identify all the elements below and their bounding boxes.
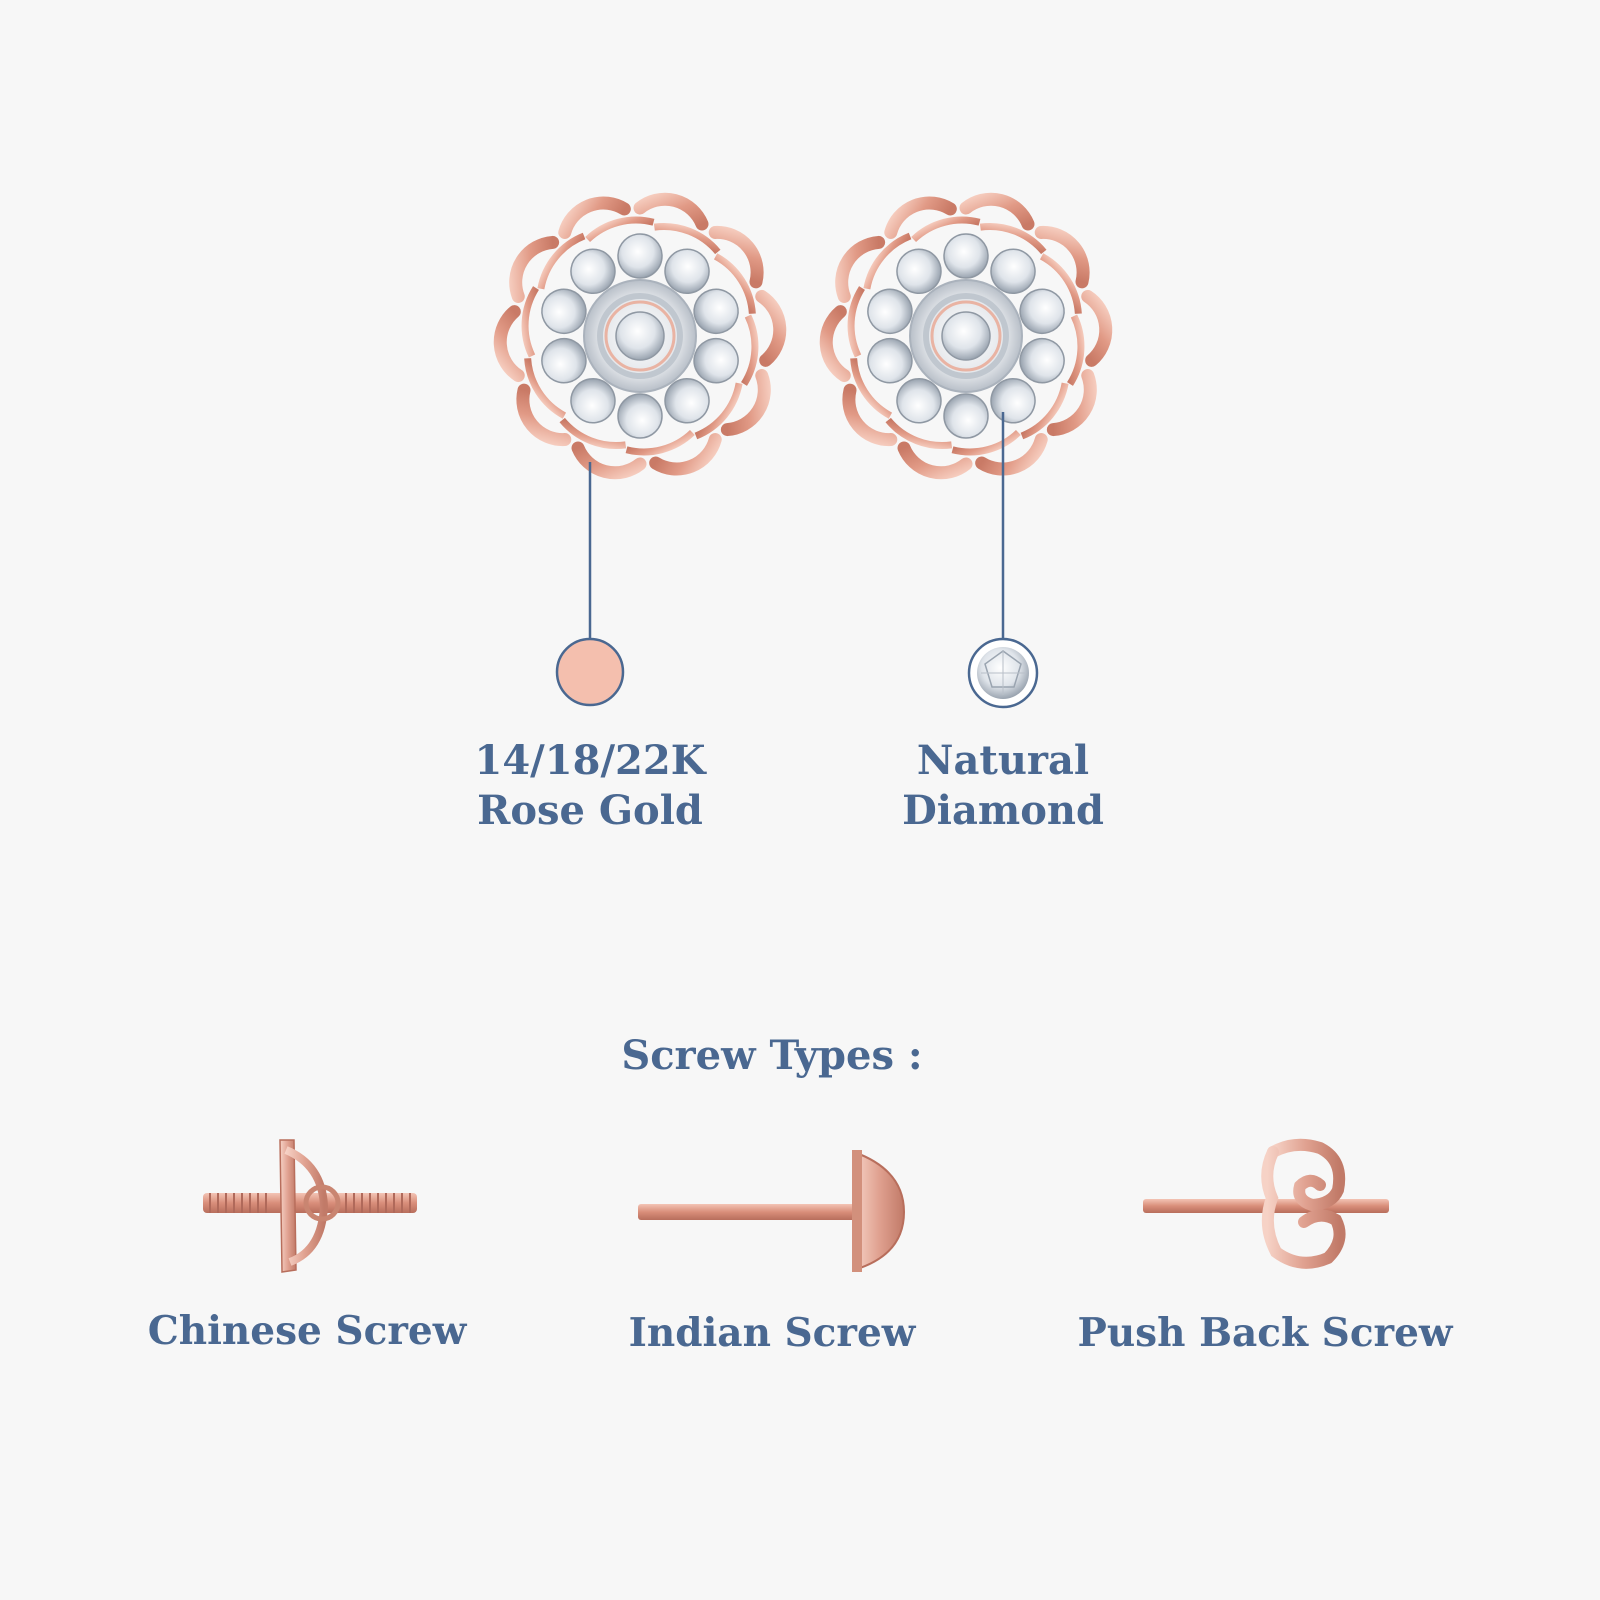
diamond-stone-text: Diamond — [902, 787, 1104, 834]
rose-gold-karat-text: 14/18/22K — [474, 737, 706, 784]
screw-types-title: Screw Types : — [621, 1032, 923, 1079]
diamond-label: Natural Diamond — [843, 736, 1163, 836]
diamond-type-text: Natural — [916, 737, 1090, 784]
indian-screw-label: Indian Screw — [628, 1310, 916, 1356]
chinese-screw-label: Chinese Screw — [147, 1308, 467, 1354]
rose-gold-swatch-icon — [555, 637, 625, 707]
diamond-swatch-icon — [967, 637, 1039, 709]
left-earring-image — [491, 189, 789, 483]
right-earring-image — [817, 189, 1115, 483]
rose-gold-metal-text: Rose Gold — [477, 787, 703, 834]
push-back-screw-label: Push Back Screw — [1077, 1310, 1453, 1356]
rose-gold-label: 14/18/22K Rose Gold — [430, 736, 750, 836]
